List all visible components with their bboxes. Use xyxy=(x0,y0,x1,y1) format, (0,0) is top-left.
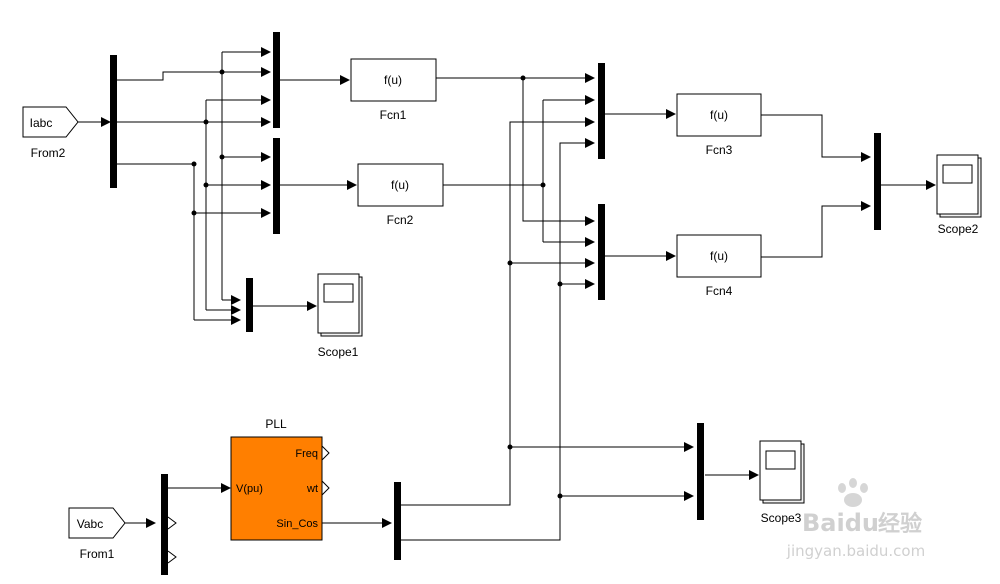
mux-fcn3[interactable] xyxy=(598,63,605,159)
demux-vabc-open-ports xyxy=(167,516,177,564)
pll-outport-freq: Freq xyxy=(295,448,318,460)
fcn3-label: Fcn3 xyxy=(706,143,733,157)
fcn3-expression: f(u) xyxy=(710,108,728,122)
fcn4-label: Fcn4 xyxy=(706,284,733,298)
from2-block[interactable]: Iabc From2 xyxy=(22,106,79,160)
scope2-label: Scope2 xyxy=(938,222,979,236)
mux-bars xyxy=(110,32,881,575)
pll-subsystem[interactable]: PLL V(pu) Freq wt Sin_Cos xyxy=(230,417,330,541)
scope3-screen-icon xyxy=(765,450,796,470)
scope1-screen-icon xyxy=(323,283,354,303)
pll-body xyxy=(230,436,323,541)
from2-label: From2 xyxy=(31,146,66,160)
mux-fcn2[interactable] xyxy=(273,138,280,234)
baidu-watermark: Baidu 经验 jingyan.baidu.com xyxy=(786,478,925,560)
pll-outport-sincos: Sin_Cos xyxy=(276,518,318,530)
fcn2-block[interactable]: f(u) Fcn2 xyxy=(357,163,444,227)
scope3-label: Scope3 xyxy=(761,511,802,525)
scope1-block[interactable]: Scope1 xyxy=(317,273,363,359)
junction-dots xyxy=(191,69,563,499)
watermark-url: jingyan.baidu.com xyxy=(786,542,925,560)
signal-lines xyxy=(78,47,936,541)
from1-label: From1 xyxy=(80,547,115,561)
pll-inport-vpu: V(pu) xyxy=(236,483,263,495)
fcn3-block[interactable]: f(u) Fcn3 xyxy=(676,93,762,157)
watermark-brand: Baidu xyxy=(802,509,879,537)
mux-scope1[interactable] xyxy=(246,278,253,332)
from1-tag: Vabc xyxy=(77,517,103,531)
fcn1-label: Fcn1 xyxy=(380,108,407,122)
scope3-block[interactable]: Scope3 xyxy=(759,440,805,525)
fcn2-expression: f(u) xyxy=(391,178,409,192)
pll-outport-wt: wt xyxy=(306,483,318,495)
mux-fcn1[interactable] xyxy=(273,32,280,128)
demux-iabc[interactable] xyxy=(110,55,117,188)
mux-fcn4[interactable] xyxy=(598,204,605,300)
fcn4-block[interactable]: f(u) Fcn4 xyxy=(676,234,762,298)
fcn2-label: Fcn2 xyxy=(387,213,414,227)
pll-title: PLL xyxy=(265,417,287,431)
demux-sincos[interactable] xyxy=(394,482,401,560)
fcn1-block[interactable]: f(u) Fcn1 xyxy=(350,58,437,122)
fcn4-expression: f(u) xyxy=(710,249,728,263)
scope2-screen-icon xyxy=(942,164,973,184)
scope2-block[interactable]: Scope2 xyxy=(936,154,982,236)
scope1-label: Scope1 xyxy=(318,345,359,359)
paw-icon xyxy=(838,478,868,507)
demux-vabc[interactable] xyxy=(161,474,168,575)
from1-block[interactable]: Vabc From1 xyxy=(68,507,126,561)
mux-scope2[interactable] xyxy=(874,133,881,230)
watermark-brand-cn: 经验 xyxy=(878,511,922,537)
fcn1-expression: f(u) xyxy=(384,73,402,87)
mux-scope3[interactable] xyxy=(697,423,704,520)
from2-tag: Iabc xyxy=(30,116,53,130)
